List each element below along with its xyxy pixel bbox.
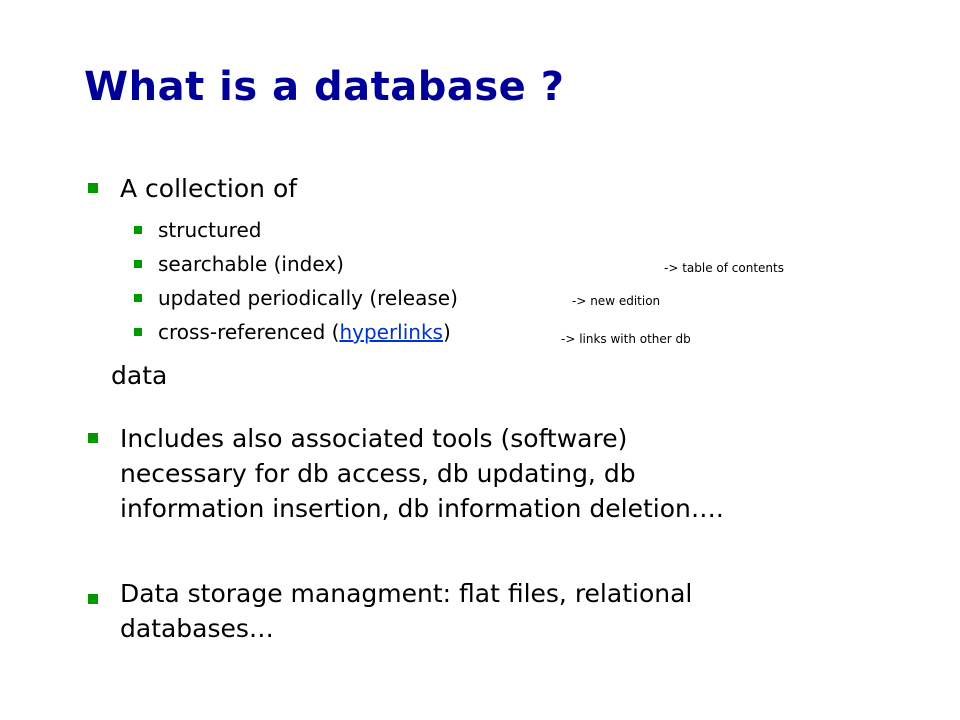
sub-bullet-marker <box>134 328 142 336</box>
bullet-tail-text: data <box>111 361 168 390</box>
sub-bullet-text-before: cross-referenced ( <box>158 320 340 344</box>
bullet-marker <box>88 183 98 193</box>
sub-bullet-note: -> new edition <box>572 294 661 308</box>
sub-bullet-text-after: ) <box>442 320 451 344</box>
bullet-text-line: necessary for db access, db updating, db <box>120 459 636 488</box>
bullet-text-line: Includes also associated tools (software… <box>120 424 628 453</box>
hyperlinks-link[interactable]: hyperlinks <box>339 320 443 344</box>
sub-bullet-note: -> links with other db <box>561 332 691 346</box>
bullet-text-line: Data storage managment: flat files, rela… <box>120 579 693 608</box>
bullet-marker <box>88 594 98 604</box>
bullet-marker <box>88 433 98 443</box>
sub-bullet-marker <box>134 294 142 302</box>
sub-bullet-marker <box>134 260 142 268</box>
sub-bullet-marker <box>134 226 142 234</box>
sub-bullet-text: cross-referenced (hyperlinks) <box>158 319 451 345</box>
sub-bullet-text: updated periodically (release) <box>158 286 458 310</box>
bullet-text: A collection of <box>120 174 298 203</box>
bullet-text-line: information insertion, db information de… <box>120 494 724 523</box>
sub-bullet-note: -> table of contents <box>664 261 784 275</box>
sub-bullet-text: searchable (index) <box>158 252 344 276</box>
bullet-text-line: databases… <box>120 614 274 643</box>
slide-title: What is a database ? <box>84 64 565 110</box>
sub-bullet-text: structured <box>158 218 262 242</box>
